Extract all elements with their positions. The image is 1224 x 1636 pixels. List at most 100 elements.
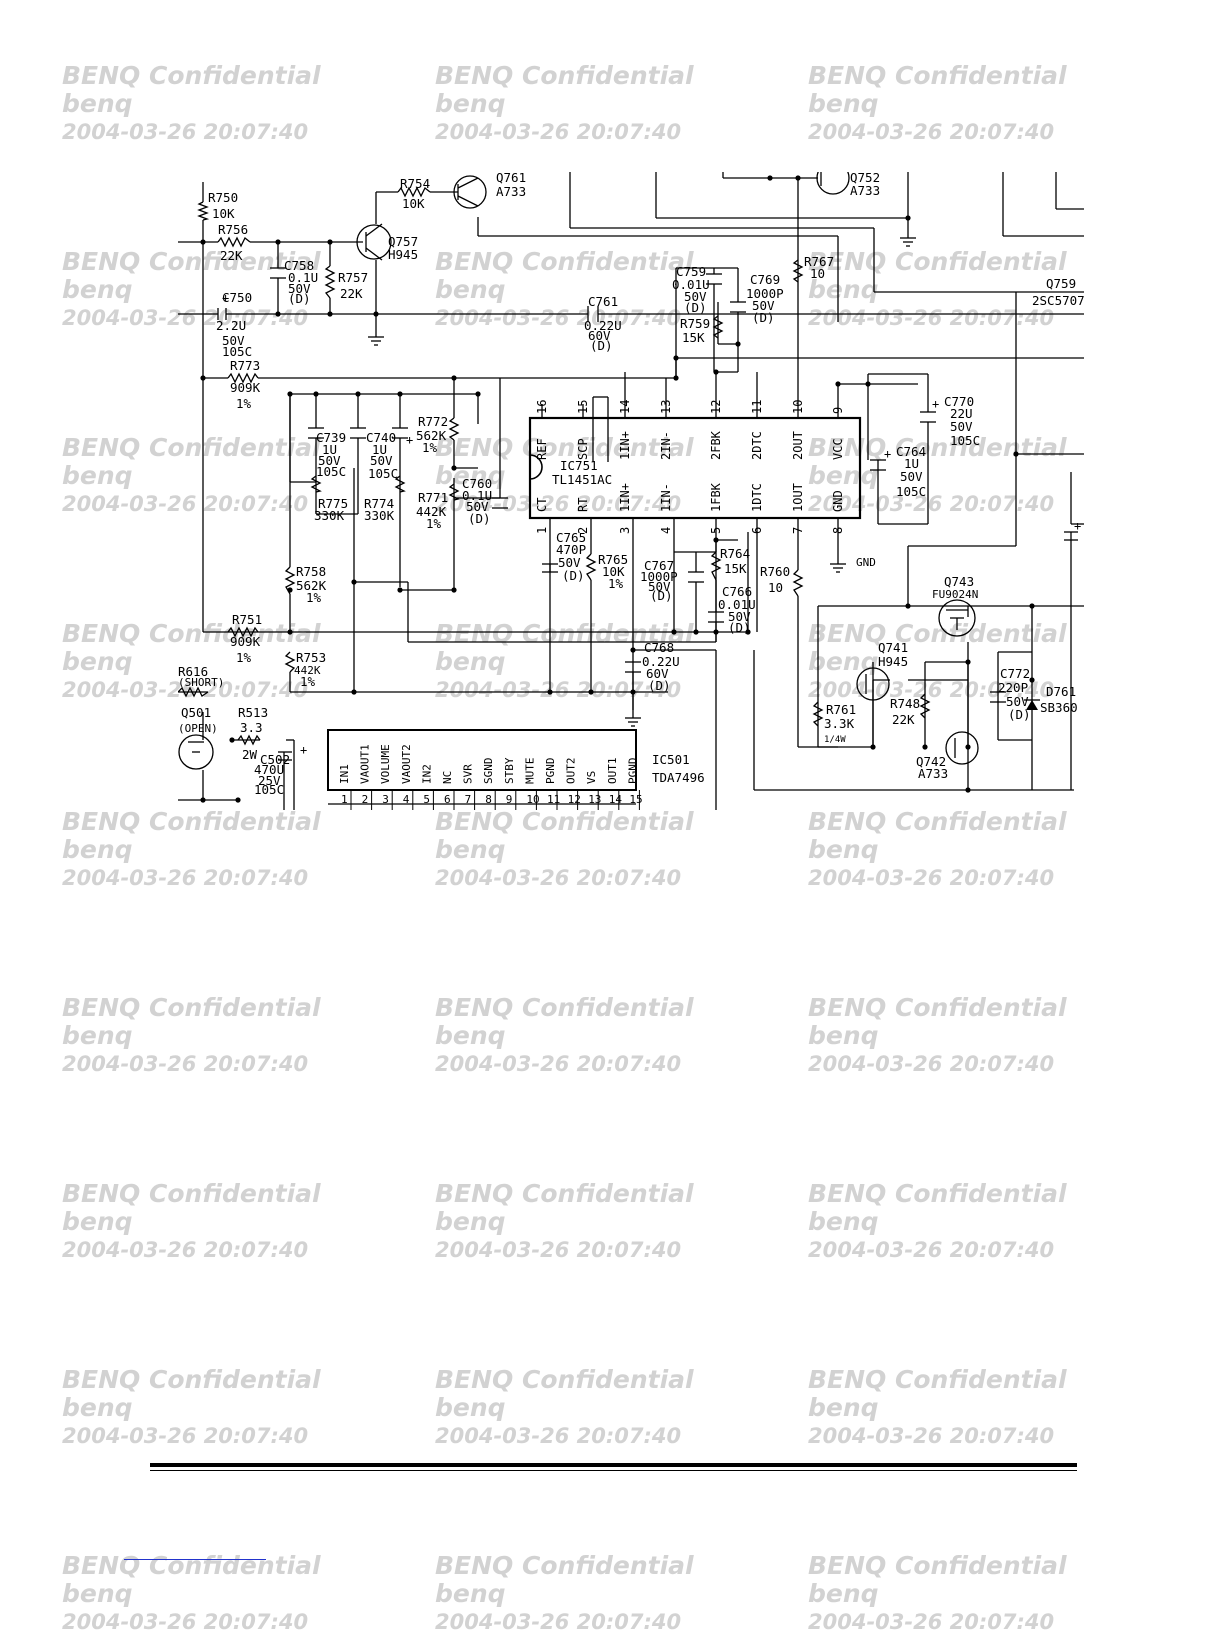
watermark-line2: benq [62,1393,133,1422]
capacitors [203,267,1078,761]
label-r753-ref: R753 [296,650,326,665]
ic751-pin-number: 10 [791,400,805,414]
ic501-pin-number: 3 [382,793,389,806]
label-r759-val: 15K [682,330,705,345]
ic751-pin-number: 1 [535,527,549,534]
label-c769-v2: 50V [752,298,775,313]
watermark-line1: BENQ Confidential [62,1365,321,1394]
label-r756-val: 22K [220,248,243,263]
label-q752-val: A733 [850,183,880,198]
ic501-pin-number: 8 [485,793,492,806]
watermark-line3: 2004-03-26 20:07:40 [435,1052,682,1076]
label-d761-val: SB360 [1040,700,1078,715]
label-c759-v3: (D) [684,300,707,315]
label-c765-v1: 470P [556,542,586,557]
ic501-pin-name: SGND [482,758,495,785]
watermark-line3: 2004-03-26 20:07:40 [435,306,682,330]
watermark-line1: BENQ Confidential [435,247,694,276]
watermark-line2: benq [435,1021,506,1050]
grounds [368,237,916,727]
label-c760-v1: 0.1U [462,488,492,503]
watermark-line2: benq [435,835,506,864]
label-c766-ref: C766 [722,584,752,599]
watermark-line3: 2004-03-26 20:07:40 [808,1424,1055,1448]
ic501-pin-name: OUT1 [606,758,619,785]
label-plus-c502: + [300,743,307,757]
watermark-line3: 2004-03-26 20:07:40 [62,1238,309,1262]
watermark-line1: BENQ Confidential [435,433,694,462]
label-c758-ref: C758 [284,258,314,273]
watermark-line3: 2004-03-26 20:07:40 [62,678,309,702]
watermark-line2: benq [62,835,133,864]
watermark-line2: benq [435,89,506,118]
label-c740-v3: 105C [368,466,398,481]
label-r761-val: 3.3K [824,716,855,731]
label-r759-ref: R759 [680,316,710,331]
watermark-line1: BENQ Confidential [435,1551,694,1580]
ic751-pin-name: RT [576,498,590,512]
watermark-line1: BENQ Confidential [435,1179,694,1208]
label-q752-ref: Q752 [850,172,880,185]
label-c740-ref: C740 [366,430,396,445]
ic751-body [528,416,862,520]
ic751-pin-name: REF [535,438,549,460]
watermark-line2: benq [808,461,879,490]
label-c760-v2: 50V [466,499,489,514]
label-q741-ref: Q741 [878,640,908,655]
label-r616-val: (SHORT) [178,676,224,689]
ic751-pin-number: 6 [750,527,764,534]
watermark-line1: BENQ Confidential [808,247,1067,276]
watermark-line2: benq [808,647,879,676]
label-r765-ref: R765 [598,552,628,567]
ic501-pin-name: VOLUME [379,744,392,784]
label-r764-val: 15K [724,561,747,576]
ic751-pin-name: CT [535,498,549,512]
label-c750-v2: 50V [222,333,245,348]
label-r773-val: 909K [230,380,261,395]
label-c761-v3: (D) [590,338,613,353]
label-r771-tol: 1% [426,516,442,531]
ic501-pin-number: 15 [629,793,642,806]
label-c770-ref: C770 [944,394,974,409]
label-r758-tol: 1% [306,590,322,605]
label-q761-val: A733 [496,184,526,199]
label-r775-ref: R775 [318,496,348,511]
label-c760-v3: (D) [468,511,491,526]
ic751-pin-name: 1IN+ [618,431,632,460]
ic751-pin-number: 2 [576,527,590,534]
ic751-top-pins: 16REF15SCP141IN+132IN-122FBK112DTC102OUT… [535,400,845,460]
label-r513-pw: 2W [242,747,258,762]
watermark-line3: 2004-03-26 20:07:40 [62,866,309,890]
label-c765-ref: C765 [556,530,586,545]
junctions [200,175,1035,803]
label-r767-ref: R767 [804,254,834,269]
label-ic751-val: TL1451AC [552,472,612,487]
label-c772-ref: C772 [1000,666,1030,681]
ic751-pin-number: 13 [659,400,673,414]
watermark-line3: 2004-03-26 20:07:40 [808,120,1055,144]
label-r750-val: 10K [212,206,235,221]
ic501-pin-number: 2 [362,793,369,806]
ic751-pin-number: 8 [831,527,845,534]
label-r771-ref: R771 [418,490,448,505]
watermark-line1: BENQ Confidential [808,993,1067,1022]
ic751-pin-number: 7 [791,527,805,534]
ic501-pin-number: 7 [465,793,472,806]
label-r616-ref: R616 [178,664,208,679]
label-r754-ref: R754 [400,176,430,191]
ic501-pin-name: IN1 [338,764,351,784]
label-r758-val: 562K [296,578,327,593]
watermark-line1: BENQ Confidential [808,1179,1067,1208]
label-c769-v3: (D) [752,310,775,325]
footer-rule [150,1463,1077,1467]
